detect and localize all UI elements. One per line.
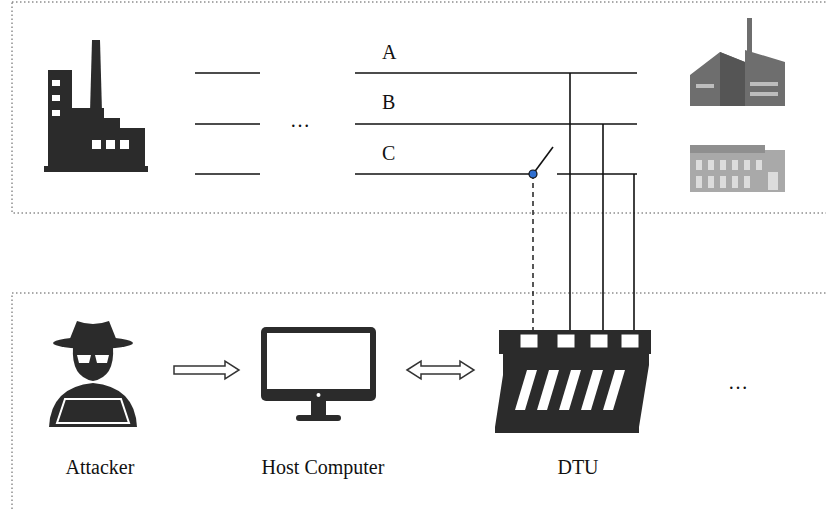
- ellipsis-mark: …: [290, 108, 310, 132]
- node-label: DTU: [489, 455, 667, 479]
- phase-label: B: [382, 90, 395, 114]
- switch-blade: [533, 147, 553, 174]
- ellipsis-mark: …: [728, 370, 748, 394]
- control-wire: [532, 174, 533, 332]
- host-node: Host Computer: [254, 315, 392, 479]
- dtu-icon: [489, 315, 659, 455]
- node-label: Host Computer: [254, 455, 392, 479]
- factory-icon: [690, 18, 785, 106]
- control-region-frame: [12, 293, 826, 509]
- attacker-icon: [41, 315, 151, 455]
- dtu-node: DTU: [489, 315, 667, 479]
- hollow-arrow: [174, 361, 239, 379]
- node-label: Attacker: [41, 455, 159, 479]
- phase-label: C: [382, 141, 395, 165]
- host-icon: [254, 315, 384, 455]
- grid-region-frame: [12, 2, 826, 213]
- switch-contact: [529, 170, 537, 178]
- attacker-node: Attacker: [41, 315, 159, 479]
- office-building-icon: [690, 145, 785, 192]
- hollow-arrow: [407, 361, 474, 379]
- dtu-wire: [570, 73, 634, 332]
- power-plant-icon: [44, 40, 148, 172]
- phase-label: A: [382, 40, 396, 64]
